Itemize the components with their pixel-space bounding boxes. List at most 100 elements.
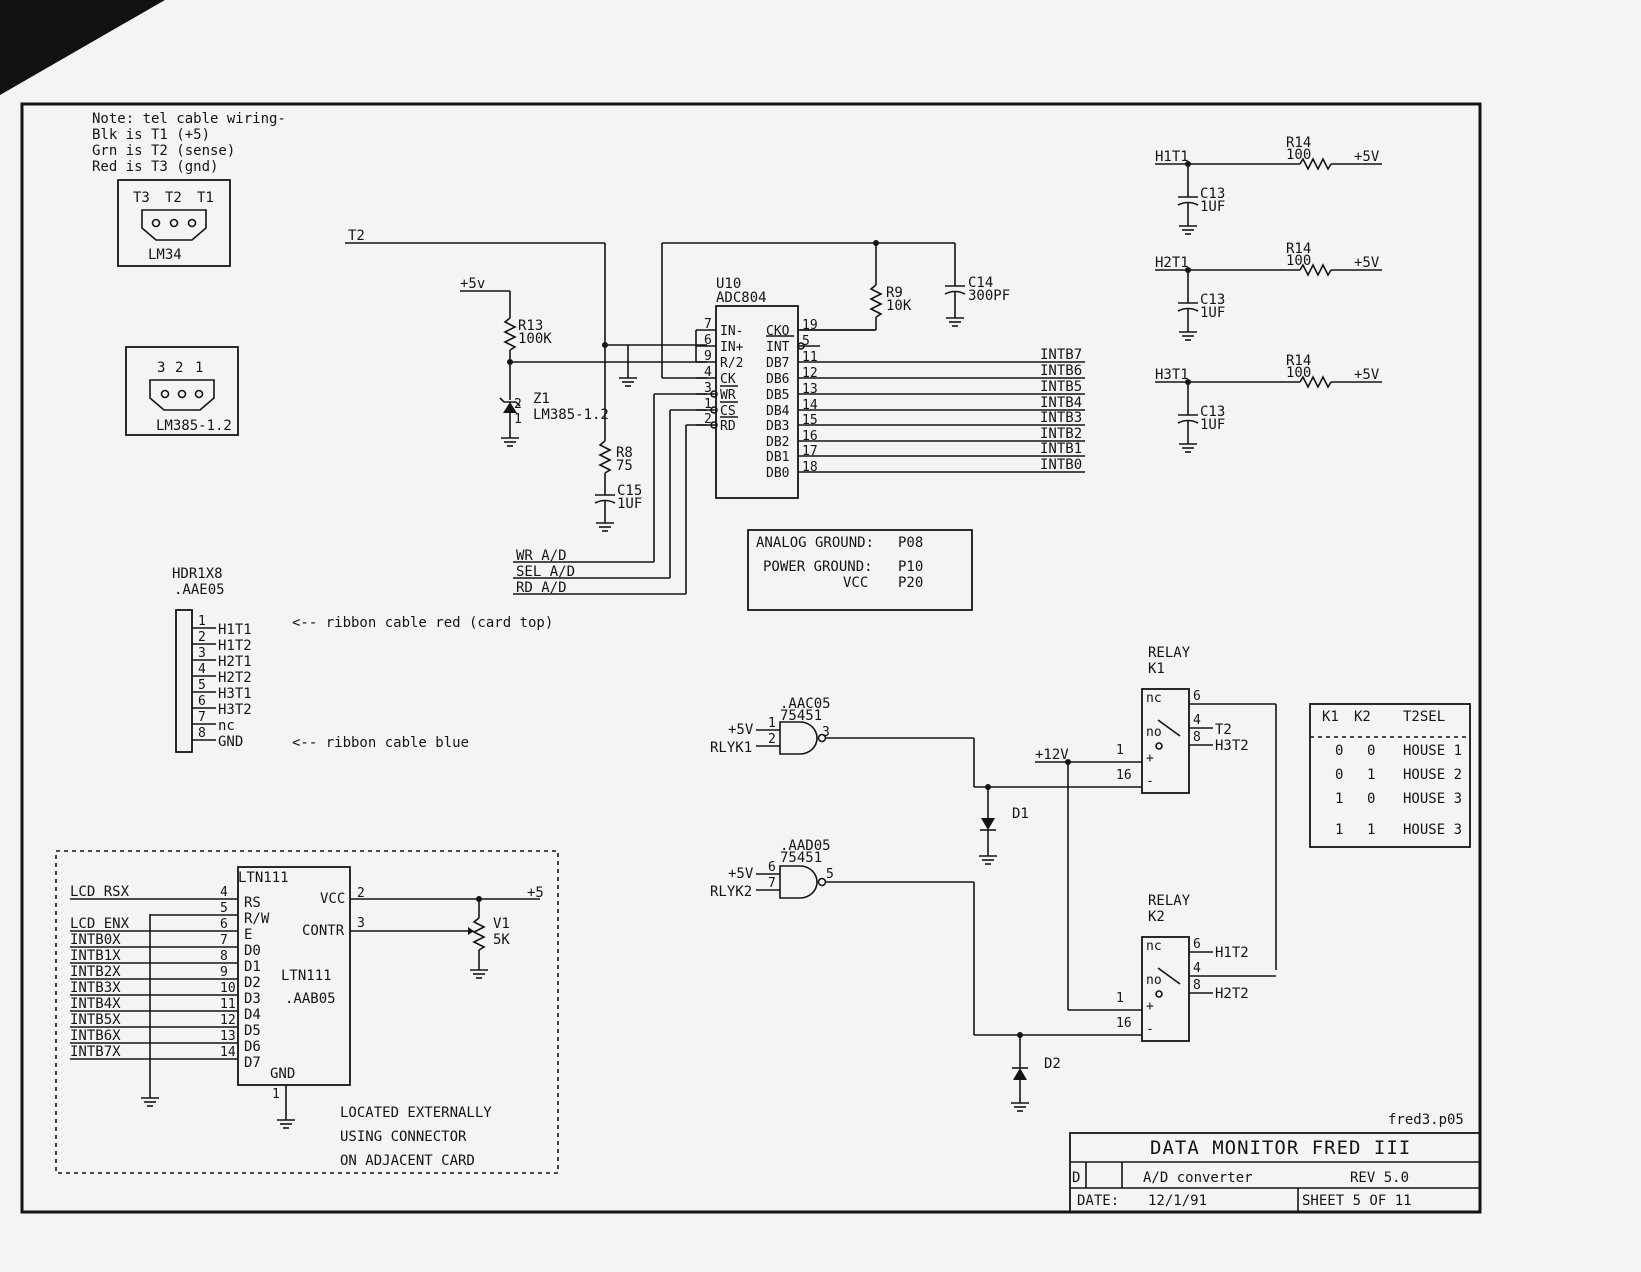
lcd-net-label: INTB0X xyxy=(70,932,121,948)
capacitor-val: 1UF xyxy=(1200,417,1225,433)
u10-pin-name: IN+ xyxy=(720,340,744,355)
sensor-net-label: H3T1 xyxy=(1155,367,1189,383)
relay1-pin4: 4 xyxy=(1193,713,1201,728)
header-net-label: nc xyxy=(218,718,235,734)
external-note-1: LOCATED EXTERNALLY xyxy=(340,1105,492,1121)
gate1-pin-out: 3 xyxy=(822,725,830,740)
gate1-pin-b: 2 xyxy=(768,732,776,747)
lcd-pin-name: E xyxy=(244,927,252,943)
lcd-pin-num: 8 xyxy=(220,949,228,964)
header-loc: .AAE05 xyxy=(174,582,225,598)
truth-table-cell: 0 xyxy=(1335,767,1343,783)
net-wr-ad: WR A/D xyxy=(516,548,567,564)
relay2-title: RELAY xyxy=(1148,893,1191,909)
note-ribbon-red: <-- ribbon cable red (card top) xyxy=(292,615,553,631)
relay2-pin6: 6 xyxy=(1193,937,1201,952)
date-label: DATE: xyxy=(1077,1193,1119,1209)
title-block: fred3.p05 DATA MONITOR FRED III D A/D co… xyxy=(1069,1112,1481,1213)
lcd-pin-name: D6 xyxy=(244,1039,261,1055)
relay1-net8: H3T2 xyxy=(1215,738,1249,754)
ground-symbol xyxy=(1178,323,1198,341)
u10-pin-name: DB3 xyxy=(766,419,789,434)
relay2-plus: + xyxy=(1146,999,1154,1014)
z1-pin-2: 2 xyxy=(514,397,522,412)
driver-gate-1: .AAC05 75451 +5V RLYK1 1 2 3 D1 xyxy=(710,696,1142,865)
lcd-net-label: INTB5X xyxy=(70,1012,121,1028)
r13-resistor xyxy=(503,317,517,351)
r9-val: 10K xyxy=(886,298,912,314)
pot-val: 5K xyxy=(493,932,510,948)
driver-gate-2: .AAD05 75451 +5V RLYK2 6 7 5 D2 xyxy=(710,838,1142,1112)
lm385-pin-2: 2 xyxy=(175,360,183,376)
date-value: 12/1/91 xyxy=(1148,1193,1207,1209)
file-name: fred3.p05 xyxy=(1388,1112,1464,1128)
u10-pin-num: 6 xyxy=(704,333,712,348)
z1-zener-icon xyxy=(503,402,517,413)
lcd-pin-name: D4 xyxy=(244,1007,261,1023)
capacitor-ref: C13 xyxy=(1200,404,1225,420)
lcd-net-label: INTB2X xyxy=(70,964,121,980)
header-pin-num: 1 xyxy=(198,614,206,629)
relay2-net8: H2T2 xyxy=(1215,986,1249,1002)
truth-table-cell: 1 xyxy=(1367,822,1375,838)
r8-ref: R8 xyxy=(616,445,633,461)
relay2-net6: H1T2 xyxy=(1215,945,1249,961)
u10-pin-name: DB6 xyxy=(766,372,789,387)
lm34-outline xyxy=(141,209,207,241)
header-net-label: H2T2 xyxy=(218,670,252,686)
capacitor-ref: C13 xyxy=(1200,292,1225,308)
relay1-no: no xyxy=(1146,725,1162,740)
relay-k2: RELAY K2 nc no 6 4 8 H1T2 H2T2 + - 1 16 xyxy=(1116,893,1276,1042)
rail-label: +5V xyxy=(1354,149,1380,165)
lcd-net-label: INTB6X xyxy=(70,1028,121,1044)
lcd-gnd-num: 1 xyxy=(272,1087,280,1102)
net-label-intb: INTB2 xyxy=(1040,426,1082,442)
d2-ref: D2 xyxy=(1044,1056,1061,1072)
note-line-3: Grn is T2 (sense) xyxy=(92,143,235,159)
relay1-pin6: 6 xyxy=(1193,689,1201,704)
lcd-contr-num: 3 xyxy=(357,916,365,931)
analog-ground-val: P08 xyxy=(898,535,923,551)
analog-ground-label: ANALOG GROUND: xyxy=(756,535,874,551)
u10-pin-name: CS xyxy=(720,404,736,419)
z1-ref: Z1 xyxy=(533,391,550,407)
gate2-part: 75451 xyxy=(780,850,822,866)
lm385-package: 3 2 1 LM385-1.2 xyxy=(125,346,239,436)
c15-val: 1UF xyxy=(617,496,642,512)
note-line-4: Red is T3 (gnd) xyxy=(92,159,218,175)
note-line-1: Note: tel cable wiring- xyxy=(92,111,286,127)
header-net-label: H1T1 xyxy=(218,622,252,638)
c15-plate-bottom xyxy=(594,499,616,504)
lcd-ref: LTN111 xyxy=(238,870,289,886)
net-sel-ad: SEL A/D xyxy=(516,564,575,580)
u10-pin-name: DB7 xyxy=(766,356,789,371)
header-net-label: H3T2 xyxy=(218,702,252,718)
lcd-pin-num: 5 xyxy=(220,901,228,916)
net-label-intb: INTB5 xyxy=(1040,379,1082,395)
sheet-size: D xyxy=(1072,1170,1080,1186)
reference-network: +5v R13 100K 2 1 Z1 LM385-1.2 xyxy=(460,276,707,447)
truth-table-cell: HOUSE 1 xyxy=(1403,743,1462,759)
scan-corner xyxy=(0,0,165,95)
relay2-pin8: 8 xyxy=(1193,978,1201,993)
lcd-pin-num: 13 xyxy=(220,1029,236,1044)
resistor-val: 100 xyxy=(1286,365,1311,381)
header-pin-num: 7 xyxy=(198,710,206,725)
capacitor-val: 1UF xyxy=(1200,305,1225,321)
lm34-label: LM34 xyxy=(148,247,182,263)
relay2-ref: K2 xyxy=(1148,909,1165,925)
truth-table-cell: 1 xyxy=(1367,767,1375,783)
lcd-pin-num: 14 xyxy=(220,1045,236,1060)
header-pin-num: 3 xyxy=(198,646,206,661)
u10-pin-name: DB0 xyxy=(766,466,789,481)
lm385-pin-1: 1 xyxy=(195,360,203,376)
capacitor-ref: C13 xyxy=(1200,186,1225,202)
u10-pin-name: DB4 xyxy=(766,404,790,419)
plus12-rail: +12V xyxy=(1035,747,1142,1011)
lcd-pin-num: 4 xyxy=(220,885,228,900)
net-rd-ad: RD A/D xyxy=(516,580,567,596)
lcd-pin-num: 7 xyxy=(220,933,228,948)
